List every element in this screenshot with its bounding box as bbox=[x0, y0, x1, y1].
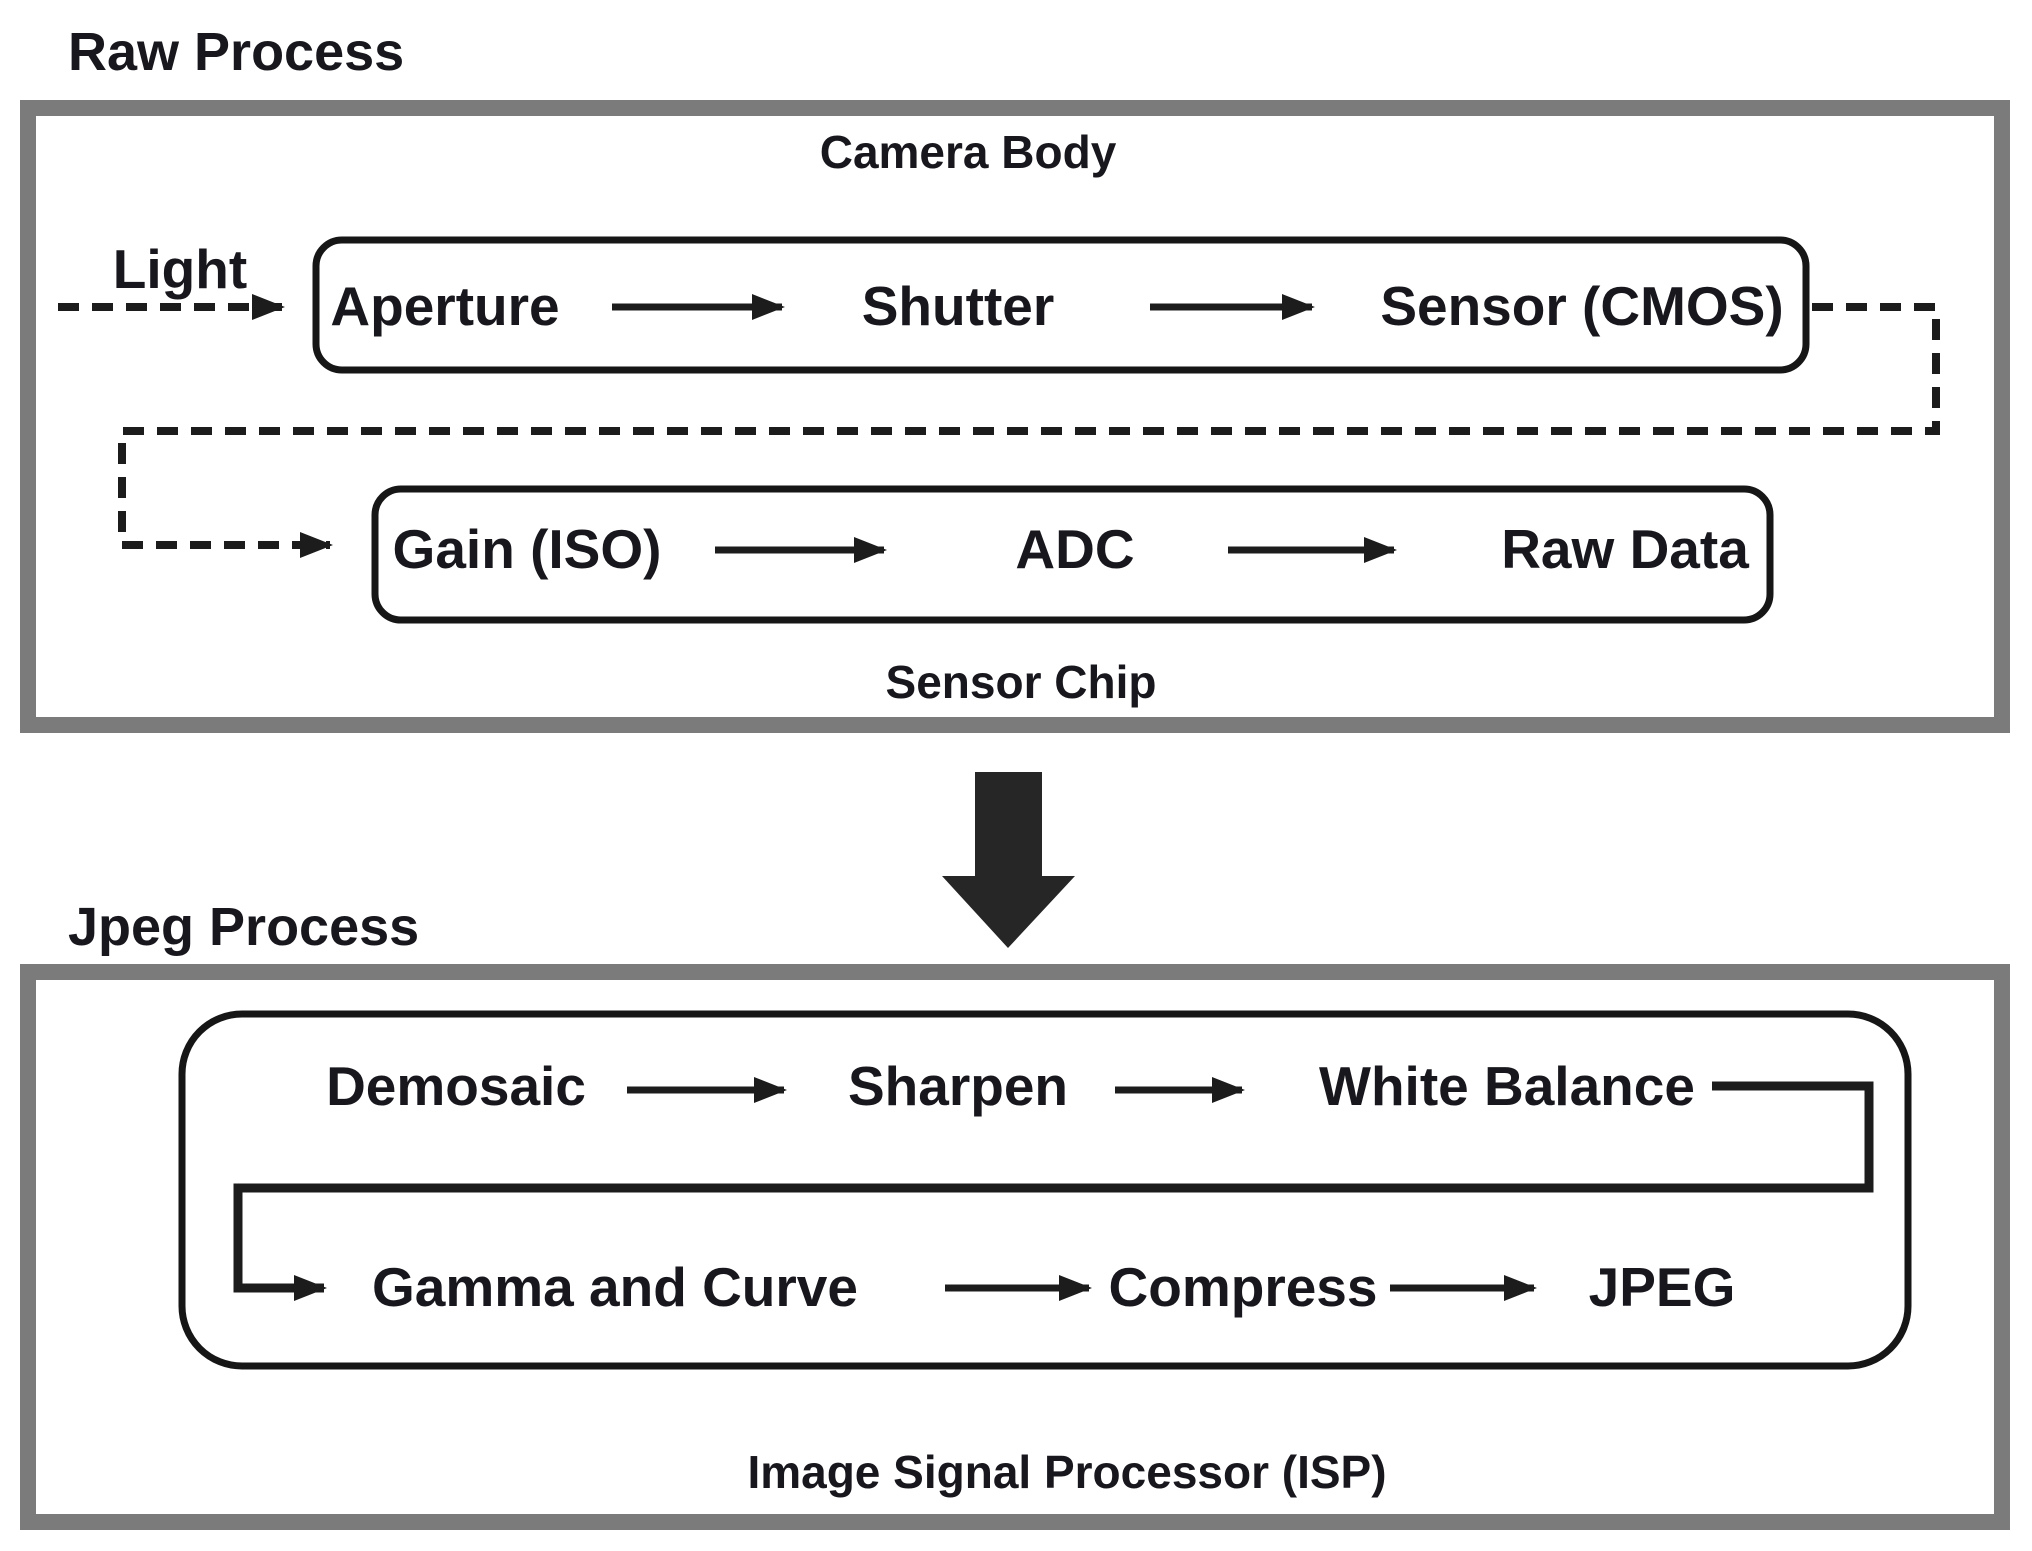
camera-pipeline-box bbox=[312, 236, 1810, 374]
aperture-label: Aperture bbox=[330, 275, 559, 337]
white-balance-label: White Balance bbox=[1319, 1055, 1695, 1117]
gain-iso-label: Gain (ISO) bbox=[393, 518, 662, 580]
isp-label: Image Signal Processor (ISP) bbox=[747, 1446, 1386, 1498]
whitebalance-to-gamma-connector-icon bbox=[233, 1081, 1874, 1301]
sensor-cmos-label: Sensor (CMOS) bbox=[1380, 275, 1783, 337]
camera-body-label: Camera Body bbox=[820, 126, 1117, 178]
sensor-chip-label: Sensor Chip bbox=[886, 656, 1157, 708]
adc-label: ADC bbox=[1015, 518, 1134, 580]
jpeg-label: JPEG bbox=[1589, 1256, 1736, 1318]
sensor-chip-pipeline-box bbox=[371, 485, 1774, 624]
light-label: Light bbox=[113, 238, 247, 300]
camera-body-container bbox=[20, 100, 2010, 733]
raw-process-title: Raw Process bbox=[68, 22, 404, 82]
isp-container bbox=[20, 964, 2010, 1530]
demosaic-label: Demosaic bbox=[326, 1055, 586, 1117]
raw-data-label: Raw Data bbox=[1501, 518, 1749, 580]
gamma-and-curve-label: Gamma and Curve bbox=[372, 1256, 858, 1318]
compress-label: Compress bbox=[1109, 1256, 1378, 1318]
shutter-label: Shutter bbox=[862, 275, 1055, 337]
jpeg-process-title: Jpeg Process bbox=[68, 897, 419, 957]
sensor-to-gain-dashed-connector-icon bbox=[118, 303, 1940, 558]
sharpen-label: Sharpen bbox=[848, 1055, 1068, 1117]
flow-down-arrow-icon bbox=[942, 772, 1075, 948]
